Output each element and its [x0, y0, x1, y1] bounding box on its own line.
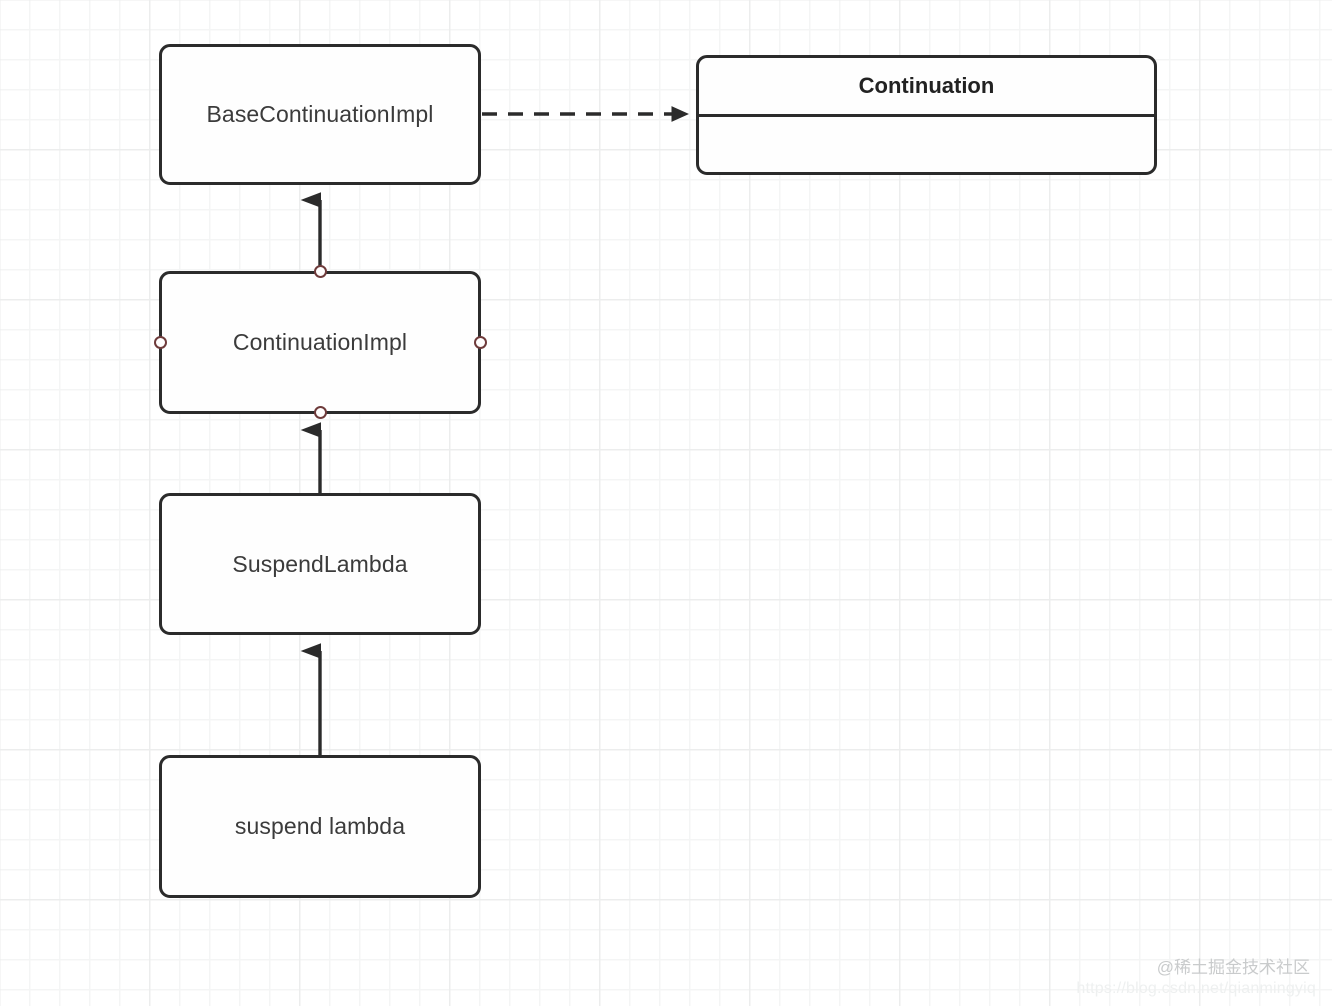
node-label-suspend-lambda: SuspendLambda	[232, 550, 408, 577]
node-label-continuation: Continuation	[858, 73, 995, 98]
selection-handle-left[interactable]	[154, 336, 167, 349]
node-label-base-continuation-impl: BaseContinuationImpl	[206, 101, 434, 127]
watermark-url: https://blog.csdn.net/qianmingyiq	[1076, 980, 1316, 997]
node-continuation[interactable]: Continuation	[696, 55, 1157, 175]
continuation-members-compartment	[699, 117, 1154, 172]
selection-handle-bottom[interactable]	[314, 406, 327, 419]
node-suspend-lambda[interactable]: SuspendLambda	[159, 493, 481, 635]
node-continuation-impl[interactable]: ContinuationImpl	[159, 271, 481, 414]
selection-handle-top[interactable]	[314, 265, 327, 278]
node-label-continuation-impl: ContinuationImpl	[232, 329, 408, 355]
watermark-brand: @稀土掘金技术社区	[1156, 958, 1310, 977]
selection-handle-right[interactable]	[474, 336, 487, 349]
node-suspend-lambda-instance[interactable]: suspend lambda	[159, 755, 481, 898]
continuation-header-compartment: Continuation	[699, 58, 1154, 117]
node-base-continuation-impl[interactable]: BaseContinuationImpl	[159, 44, 481, 185]
node-label-suspend-lambda-instance: suspend lambda	[234, 813, 406, 839]
